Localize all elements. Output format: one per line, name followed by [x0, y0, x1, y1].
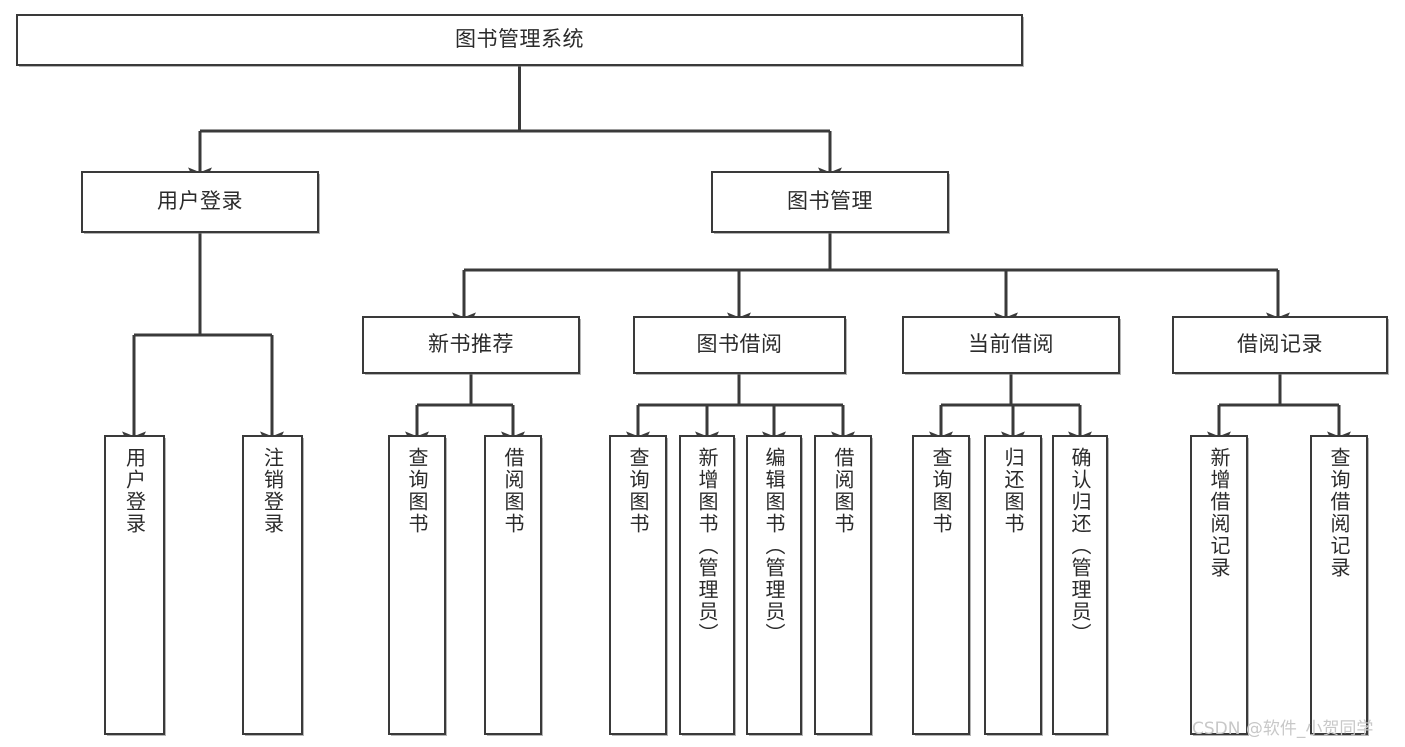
- node-l2-1[interactable]: 图书管理: [711, 171, 949, 233]
- node-label: 借阅记录: [1237, 332, 1323, 357]
- node-label: 新增借阅记录: [1207, 447, 1231, 579]
- node-l4-3[interactable]: 借阅图书: [484, 435, 542, 735]
- node-label: 借阅图书: [501, 447, 525, 535]
- node-label: 归还图书: [1001, 447, 1025, 535]
- node-l4-1[interactable]: 注销登录: [242, 435, 303, 735]
- node-l4-9[interactable]: 归还图书: [984, 435, 1042, 735]
- node-label: 确认归还（管理员）: [1068, 447, 1092, 645]
- node-label: 新增图书（管理员）: [695, 447, 719, 645]
- connector-group: [122, 66, 1351, 456]
- node-l4-4[interactable]: 查询图书: [609, 435, 667, 735]
- node-l3-3[interactable]: 借阅记录: [1172, 316, 1388, 374]
- watermark-text: CSDN @软件_小贺同学: [1192, 719, 1374, 739]
- node-l4-2[interactable]: 查询图书: [388, 435, 446, 735]
- node-label: 新书推荐: [428, 332, 514, 357]
- node-l2-0[interactable]: 用户登录: [81, 171, 319, 233]
- node-l3-2[interactable]: 当前借阅: [902, 316, 1120, 374]
- node-label: 图书管理: [787, 189, 873, 214]
- node-label: 借阅图书: [831, 447, 855, 535]
- node-l3-0[interactable]: 新书推荐: [362, 316, 580, 374]
- node-l4-7[interactable]: 借阅图书: [814, 435, 872, 735]
- node-label: 查询图书: [929, 447, 953, 535]
- node-l4-10[interactable]: 确认归还（管理员）: [1052, 435, 1108, 735]
- node-l4-8[interactable]: 查询图书: [912, 435, 970, 735]
- node-label: 查询借阅记录: [1327, 447, 1351, 579]
- node-label: 用户登录: [122, 447, 147, 535]
- node-label: 当前借阅: [968, 332, 1054, 357]
- node-label: 注销登录: [260, 447, 285, 535]
- node-label: 查询图书: [405, 447, 429, 535]
- node-l4-6[interactable]: 编辑图书（管理员）: [746, 435, 802, 735]
- node-label: 用户登录: [157, 189, 243, 214]
- node-l4-11[interactable]: 新增借阅记录: [1190, 435, 1248, 735]
- node-label: 编辑图书（管理员）: [762, 447, 786, 645]
- node-l3-1[interactable]: 图书借阅: [633, 316, 846, 374]
- node-label: 图书管理系统: [455, 27, 584, 52]
- node-l4-0[interactable]: 用户登录: [104, 435, 165, 735]
- node-l4-5[interactable]: 新增图书（管理员）: [679, 435, 735, 735]
- node-label: 图书借阅: [696, 332, 783, 357]
- node-label: 查询图书: [626, 447, 650, 535]
- node-l4-12[interactable]: 查询借阅记录: [1310, 435, 1368, 735]
- node-root[interactable]: 图书管理系统: [16, 14, 1023, 66]
